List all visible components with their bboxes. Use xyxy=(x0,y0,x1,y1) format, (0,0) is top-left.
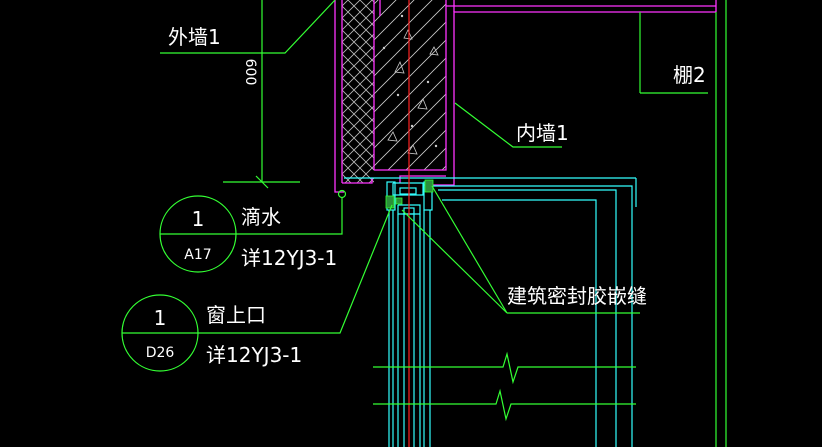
concrete-wall xyxy=(374,0,446,170)
dimension-label: 600 xyxy=(242,59,258,86)
outer-wall-label: 外墙1 xyxy=(168,25,221,49)
callout-name: 滴水 xyxy=(241,205,281,229)
callout-number: 1 xyxy=(192,207,205,231)
ceiling-outline xyxy=(639,0,727,447)
callout-drip: 1 A17 滴水 详12YJ3-1 xyxy=(159,195,337,273)
sealant-label: 建筑密封胶嵌缝 xyxy=(507,284,647,308)
callout-sheet: A17 xyxy=(184,247,211,263)
wall-outlines xyxy=(334,0,717,193)
break-lines xyxy=(373,351,636,422)
inner-wall-label: 内墙1 xyxy=(516,121,569,145)
ceiling-label: 棚2 xyxy=(673,63,706,87)
callout-circle xyxy=(159,195,237,273)
wall-section xyxy=(334,0,717,193)
callout-name: 窗上口 xyxy=(206,303,266,327)
insulation-layer xyxy=(342,0,374,183)
callout-window-head: 1 D26 窗上口 详12YJ3-1 xyxy=(121,294,302,372)
leader-lines xyxy=(122,0,640,334)
concrete-dots xyxy=(382,14,438,148)
callout-reference: 详12YJ3-1 xyxy=(206,343,302,367)
concrete-aggregate-marks xyxy=(387,29,439,155)
callout-reference: 详12YJ3-1 xyxy=(241,246,337,270)
callout-circle xyxy=(121,294,199,372)
callout-number: 1 xyxy=(154,306,167,330)
window-frame xyxy=(344,177,637,447)
sealant-blocks xyxy=(385,179,434,209)
callout-sheet: D26 xyxy=(146,345,175,361)
